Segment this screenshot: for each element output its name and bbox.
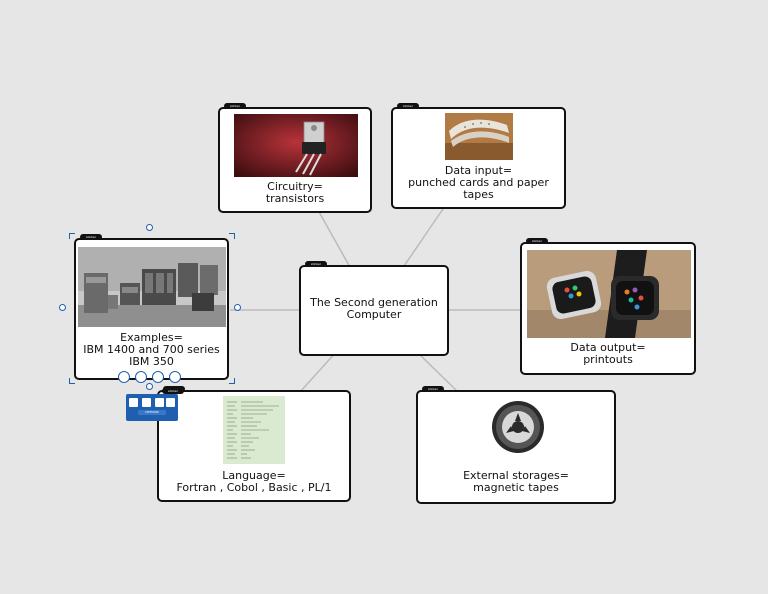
node-tag: sticker	[162, 388, 184, 394]
options-panel[interactable]: sticker OPTIONS	[126, 388, 184, 421]
layout-icon[interactable]	[155, 398, 164, 407]
label-line: Fortran , Cobol , Basic , PL/1	[176, 481, 332, 494]
connect-handle-top[interactable]	[146, 224, 153, 231]
label-line: External storages=	[463, 469, 569, 482]
node-data-input[interactable]: sticker Data input= punched cards and pa…	[391, 103, 566, 209]
code-listing-photo-icon	[223, 396, 285, 464]
smartwatch-photo-icon	[527, 250, 691, 338]
selection-corner-top-left[interactable]	[69, 233, 75, 239]
connect-handle-left[interactable]	[59, 304, 66, 311]
label-line: Examples=	[120, 331, 183, 344]
edit-icon[interactable]	[152, 371, 164, 383]
label-line: Data input=	[444, 164, 513, 177]
ibm-mainframe-photo-icon	[78, 247, 226, 327]
node-examples[interactable]: sticker Examples= IBM 14	[74, 234, 229, 380]
node-label: External storages= magnetic tapes	[418, 470, 614, 494]
node-external-storage[interactable]: sticker External storages= magnetic tape…	[416, 386, 616, 504]
label-line: IBM 1400 and 700 series	[83, 343, 220, 356]
user-icon[interactable]	[129, 398, 138, 407]
settings-icon[interactable]	[166, 398, 175, 407]
label-line: Data output=	[570, 341, 646, 354]
image-icon[interactable]	[169, 371, 181, 383]
node-language[interactable]: sticker	[157, 386, 351, 502]
add-child-icon[interactable]	[118, 371, 130, 383]
label-line: Computer	[346, 308, 402, 321]
selection-corner-bottom-left[interactable]	[69, 378, 75, 384]
label-line: transistors	[265, 192, 325, 205]
node-label: Examples= IBM 1400 and 700 series IBM 35…	[76, 332, 227, 368]
selection-corner-bottom-right[interactable]	[229, 378, 235, 384]
connect-handle-right[interactable]	[234, 304, 241, 311]
label-line: The Second generation	[310, 296, 438, 309]
node-tag: sticker	[397, 103, 419, 109]
label-line: Language=	[222, 469, 286, 482]
node-label: Language= Fortran , Cobol , Basic , PL/1	[159, 470, 349, 494]
label-line: punched cards and paper	[408, 176, 549, 189]
node-tag: sticker	[305, 261, 327, 267]
node-tag: sticker	[80, 234, 102, 240]
center-label: The Second generation Computer	[301, 297, 447, 321]
selection-corner-top-right[interactable]	[229, 233, 235, 239]
text-format-icon[interactable]	[135, 371, 147, 383]
node-tag: sticker	[224, 103, 246, 109]
options-button[interactable]: OPTIONS	[138, 410, 166, 415]
label-line: Circuitry=	[267, 180, 323, 193]
paper-tape-photo-icon	[445, 113, 513, 160]
magnetic-tape-reel-photo-icon	[488, 397, 548, 457]
node-center[interactable]: sticker The Second generation Computer	[299, 261, 449, 356]
node-circuitry[interactable]: sticker Circuitry= transistors	[218, 103, 372, 213]
node-label: Data input= punched cards and paper tape…	[393, 165, 564, 201]
label-line: printouts	[583, 353, 633, 366]
label-line: IBM 350	[129, 355, 174, 368]
label-line: magnetic tapes	[473, 481, 559, 494]
style-icon[interactable]	[142, 398, 151, 407]
connect-handle-bottom[interactable]	[146, 383, 153, 390]
node-tag: sticker	[422, 386, 444, 392]
node-tag: sticker	[526, 238, 548, 244]
node-label: Data output= printouts	[522, 342, 694, 366]
transistor-photo-icon	[234, 114, 358, 177]
label-line: tapes	[463, 188, 494, 201]
node-label: Circuitry= transistors	[220, 181, 370, 205]
node-data-output[interactable]: sticker Data output= printouts	[520, 238, 696, 375]
